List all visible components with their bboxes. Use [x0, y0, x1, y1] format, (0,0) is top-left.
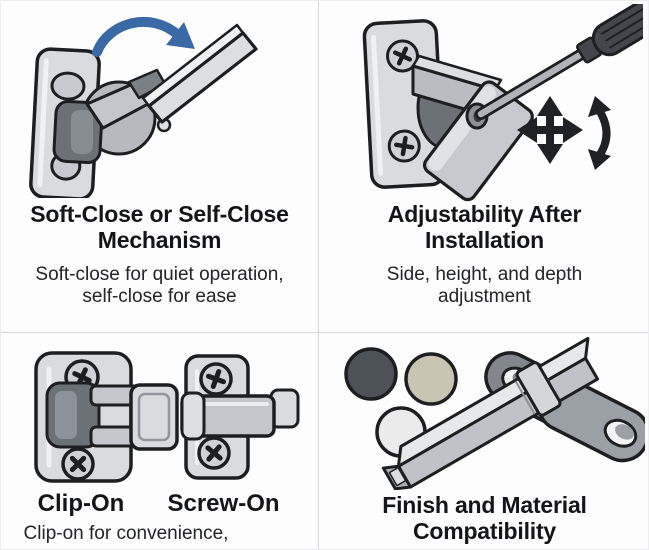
barrel-collar [515, 361, 562, 417]
barrel-hinge-icon [381, 337, 645, 490]
clip-on-label: Clip-On [37, 490, 125, 517]
screwdriver-icon [475, 4, 643, 120]
subtitle-line: adjustment [438, 286, 531, 307]
hinge-arm [85, 68, 167, 130]
horizontal-divider [1, 332, 648, 333]
subtitle-line: Side, height, and depth [386, 264, 583, 285]
screw-icon [387, 129, 421, 163]
finish-swatch-beige [404, 352, 458, 406]
four-way-arrow-icon [517, 96, 583, 164]
screw-icon [199, 362, 233, 396]
finish-illustration [344, 337, 645, 490]
mounting-types-illustration [34, 351, 300, 483]
subtitle-line: self-close for ease [82, 286, 237, 307]
title-line: Compatibility [412, 518, 557, 544]
title-line: Adjustability After [387, 201, 582, 227]
screw-icon [385, 39, 419, 73]
hinge-cup [52, 99, 104, 165]
finish-title: Finish and Material Compatibility [319, 492, 648, 544]
soft-close-title: Soft-Close or Self-Close Mechanism [1, 201, 318, 253]
title-line: Mechanism [97, 227, 222, 253]
door-plate [141, 23, 258, 124]
adjustability-illustration [362, 4, 643, 202]
screw-on-label: Screw-On [167, 490, 280, 517]
section-soft-close: Soft-Close or Self-Close Mechanism Soft-… [1, 1, 318, 332]
soft-close-subtitle: Soft-close for quiet operation, self-clo… [1, 264, 318, 308]
subtitle-line: Soft-close for quiet operation, [35, 264, 284, 285]
rotation-arrow-icon [92, 16, 195, 57]
section-adjustability: Adjustability After Installation Side, h… [319, 1, 648, 332]
clip-on-hinge-icon [34, 351, 179, 483]
title-line: Finish and Material [382, 492, 587, 518]
soft-close-hinge-illustration [29, 16, 258, 198]
title-line: Soft-Close or Self-Close [30, 201, 289, 227]
mounting-caption: Clip-on for convenience, [23, 523, 229, 544]
mounting-plate [362, 19, 446, 189]
screw-on-hinge-icon [180, 354, 300, 480]
title-line: Installation [424, 227, 544, 253]
tilt-arrow-icon [588, 96, 611, 170]
hinge-barrel [381, 337, 600, 490]
finish-swatch-dark [344, 347, 398, 401]
section-finish: Finish and Material Compatibility [319, 333, 648, 549]
adjustability-subtitle: Side, height, and depth adjustment [319, 264, 648, 308]
screw-icon [197, 436, 231, 470]
vertical-divider [318, 1, 319, 549]
section-mounting-types: Clip-On Screw-On Clip-on for convenience… [1, 333, 318, 549]
screw-icon [61, 447, 95, 481]
adjustability-title: Adjustability After Installation [319, 201, 648, 253]
